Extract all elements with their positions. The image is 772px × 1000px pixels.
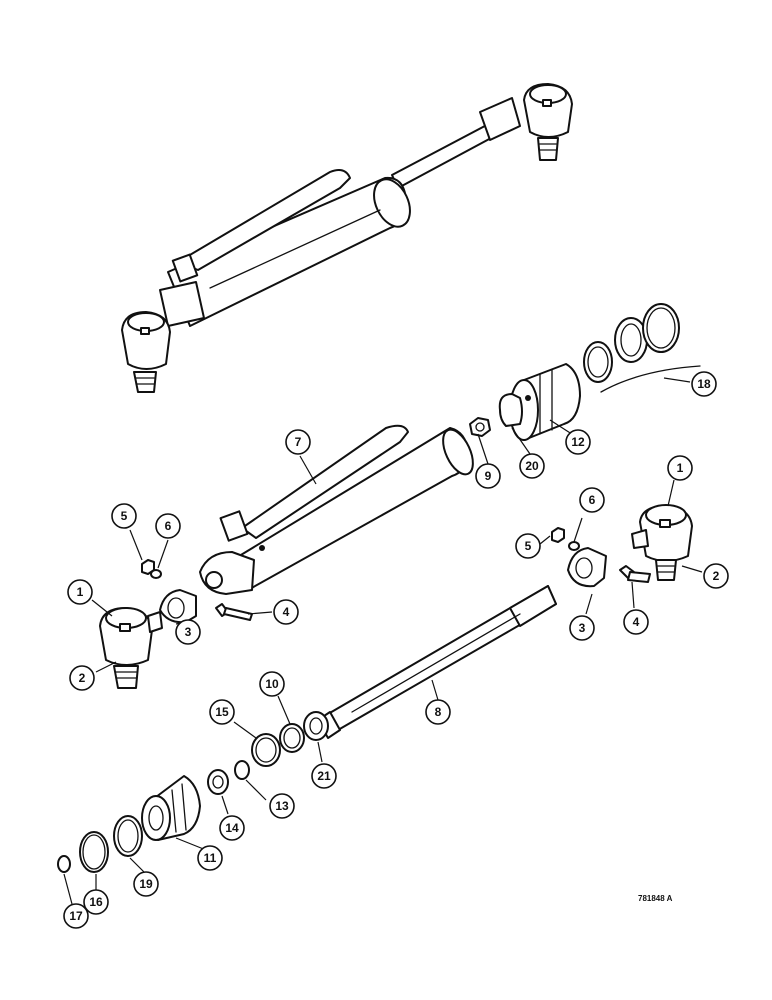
clamp-right [567,547,607,588]
callout-16: 16 [83,889,109,915]
callout-19: 19 [133,871,159,897]
svg-text:21: 21 [317,769,331,783]
callout-5-right: 5 [515,533,541,559]
svg-text:5: 5 [525,539,532,553]
svg-text:4: 4 [283,605,290,619]
svg-text:11: 11 [204,851,217,865]
svg-text:2: 2 [713,569,720,583]
ball-joint-left [99,607,163,689]
bolt-left [215,603,253,621]
gland-o-ring [113,815,143,857]
svg-text:7: 7 [295,435,302,449]
callout-18: 18 [691,371,717,397]
svg-text:20: 20 [525,459,539,473]
svg-text:19: 19 [139,877,153,891]
callout-15: 15 [209,699,235,725]
svg-text:6: 6 [165,519,172,533]
callout-6-left: 6 [155,513,181,539]
nut-right [551,527,565,543]
gland-backup-ring [79,831,109,873]
o-ring-small [234,760,250,780]
callout-2-left: 2 [69,665,95,691]
svg-text:1: 1 [677,461,684,475]
piston [509,363,581,441]
rod-washer [303,711,329,741]
svg-text:15: 15 [215,705,229,719]
callout-13: 13 [269,793,295,819]
callout-12: 12 [565,429,591,455]
snap-ring [57,855,71,873]
callout-17: 17 [63,903,89,929]
svg-text:9: 9 [485,469,492,483]
ball-joint-end-right-assembled [523,83,573,161]
callout-3-right: 3 [569,615,595,641]
svg-text:4: 4 [633,615,640,629]
callout-5-left: 5 [111,503,137,529]
svg-text:14: 14 [225,821,239,835]
callout-2-right: 2 [703,563,729,589]
wiper-seal [207,769,229,795]
cylinder-tube [199,424,474,595]
leader-lines [63,377,703,905]
svg-text:8: 8 [435,705,442,719]
callout-9: 9 [475,463,501,489]
callout-3-left: 3 [175,619,201,645]
callout-4-right: 4 [623,609,649,635]
svg-text:2: 2 [79,671,86,685]
svg-text:1: 1 [77,585,84,599]
callout-10: 10 [259,671,285,697]
lock-washer-left [150,569,162,579]
callout-20: 20 [519,453,545,479]
gland [141,775,201,841]
split-ring [498,393,523,427]
callout-6-right: 6 [579,487,605,513]
svg-text:5: 5 [121,509,128,523]
svg-text:16: 16 [89,895,103,909]
clamp-left [159,589,197,624]
ball-joint-right [631,504,693,581]
backup-ring [251,733,281,767]
drawing-id: 781848 A [638,894,673,903]
callout-14: 14 [219,815,245,841]
callout-11: 11 [197,845,223,871]
callout-8: 8 [425,699,451,725]
ball-joint-end-left-assembled [121,311,171,393]
callout-1-left: 1 [67,579,93,605]
callout-7: 7 [285,429,311,455]
seal-rings-kit [583,303,701,393]
assembled-steering-cylinder [121,83,573,393]
piston-rod [317,585,557,739]
svg-text:10: 10 [265,677,279,691]
svg-text:6: 6 [589,493,596,507]
svg-text:3: 3 [185,625,192,639]
callout-1-right: 1 [667,455,693,481]
lock-washer-right [568,541,580,551]
svg-text:17: 17 [69,909,83,923]
svg-text:18: 18 [697,377,711,391]
callout-21: 21 [311,763,337,789]
svg-text:3: 3 [579,621,586,635]
piston-nut [469,417,491,437]
bolt-right [619,565,651,583]
rod-seal [279,723,305,753]
svg-text:13: 13 [275,799,289,813]
svg-text:12: 12 [571,435,585,449]
callout-4-left: 4 [273,599,299,625]
